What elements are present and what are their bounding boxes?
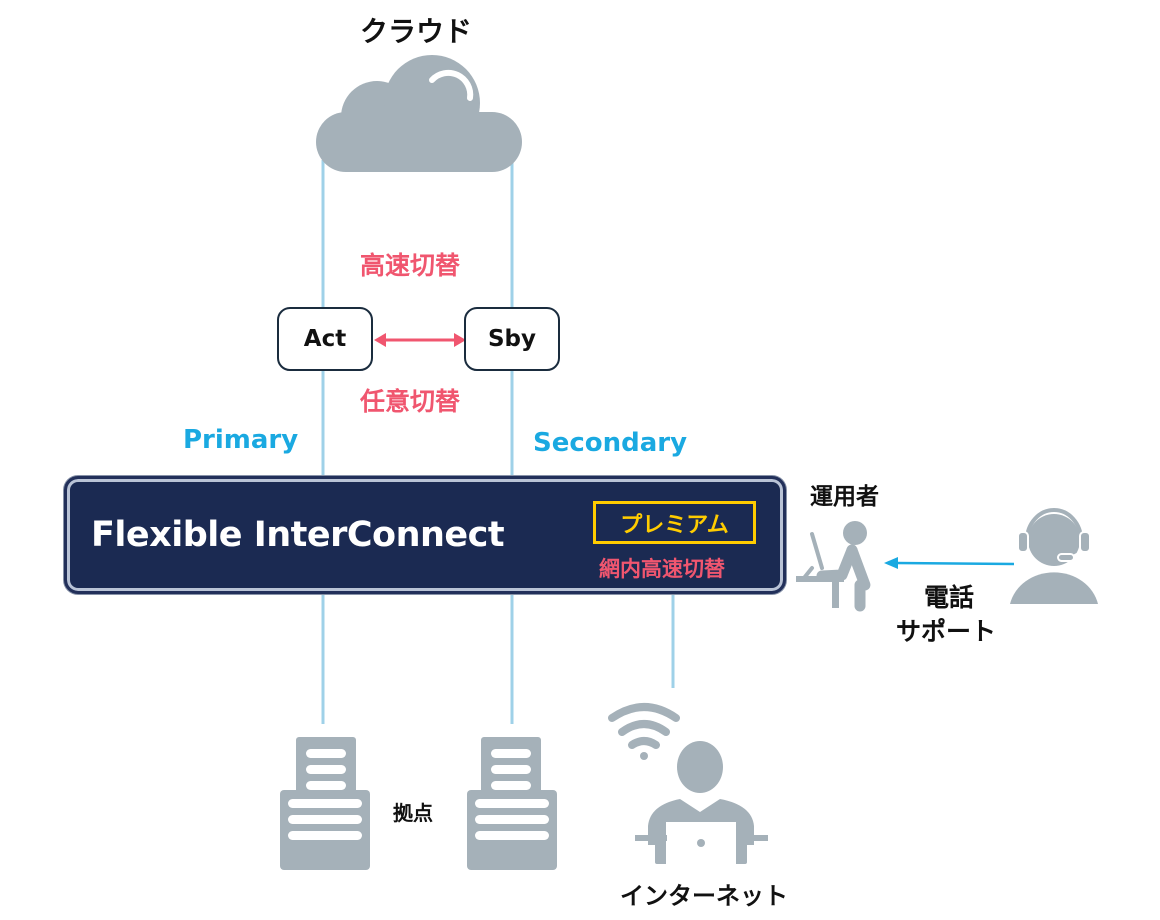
site-building-icon-1 (280, 737, 370, 870)
fast-switch-label: 高速切替 (360, 251, 461, 280)
primary-label: Primary (183, 425, 299, 455)
banner-title: Flexible InterConnect (91, 515, 505, 555)
premium-sub-label: 網内高速切替 (599, 557, 725, 581)
wifi-icon (608, 703, 680, 760)
sites-label: 拠点 (393, 801, 433, 825)
premium-badge: プレミアム (593, 501, 756, 544)
support-arrow-icon (884, 557, 1015, 569)
support-label-line1: 電話 (924, 583, 975, 612)
act-node: Act (277, 307, 373, 371)
switch-arrow-icon (374, 333, 466, 347)
laptop-user-icon (635, 741, 768, 866)
secondary-label: Secondary (533, 428, 688, 458)
manual-switch-label: 任意切替 (360, 387, 461, 416)
operator-at-desk-icon (796, 521, 871, 612)
site-building-icon-2 (467, 737, 557, 870)
cloud-icon (316, 55, 522, 172)
headset-agent-icon (1010, 504, 1098, 604)
flexible-interconnect-banner: Flexible InterConnect プレミアム 網内高速切替 (64, 476, 786, 594)
support-label-line2: サポート (896, 617, 997, 646)
internet-label: インターネット (620, 882, 788, 910)
operator-label: 運用者 (810, 484, 879, 510)
cloud-label: クラウド (360, 15, 473, 48)
sby-node: Sby (464, 307, 560, 371)
